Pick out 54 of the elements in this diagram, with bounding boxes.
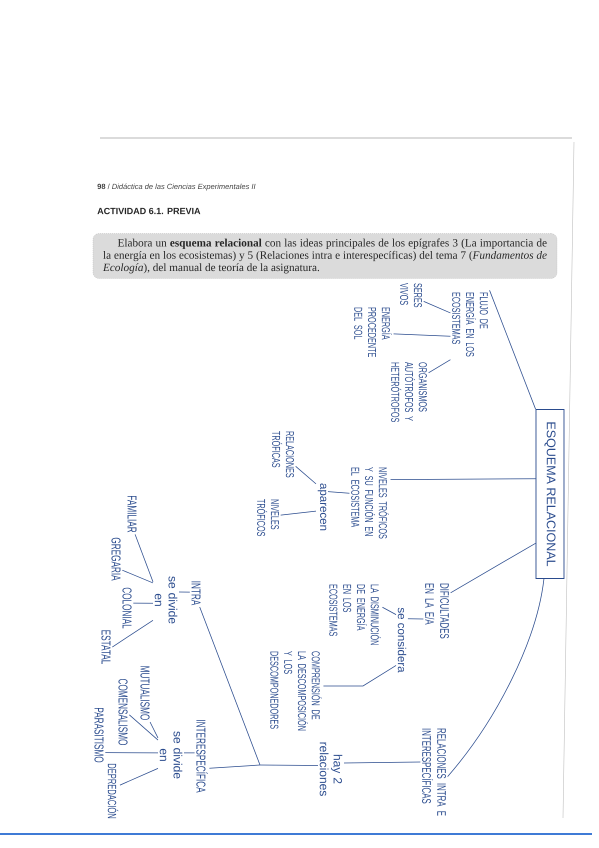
connector-line	[447, 578, 544, 777]
connector-line	[120, 768, 158, 786]
connector-line	[122, 570, 154, 584]
connector-line	[128, 714, 158, 740]
connector-line	[450, 542, 536, 594]
concept-label: COMENSALISMO	[118, 678, 128, 746]
concept-label: LA DISMINUCIÓN DE ENERGÍA EN LOS ECOSISTEMAS	[329, 584, 381, 645]
title-box: ESQUEMA RELACIONAL	[536, 409, 564, 579]
concept-label: ORGANISMOS AUTÓTROFOS Y HETERÓTROFOS	[391, 362, 427, 422]
linking-words: se divide en	[154, 576, 178, 624]
connector-line	[390, 478, 536, 480]
connector-line	[132, 602, 154, 604]
concept-label: RELACIONES INTRA E INTERESPECÍFICAS	[422, 728, 446, 816]
connector-line	[393, 333, 451, 337]
linking-words: se divide en	[160, 731, 182, 778]
instruction-box: Elabora un esquema relacional con las ideas principales de los epígrafes 3 (La importancia de la energía en los ecosistemas) y 5 (Relaciones intra e interespecíficas) del tema 7 (Fundamentos de Ecología), del manual de teoría de la asignatura.	[92, 233, 558, 279]
concept-label: FLUJO DE ENERGÍA EN LOS ECOSISTEMAS	[452, 292, 488, 356]
concept-label: SERES VIVOS	[400, 283, 422, 308]
connector-line	[150, 722, 158, 738]
connector-line	[328, 491, 350, 494]
linking-words: aparecen	[318, 484, 326, 530]
concept-label: INTRA	[192, 581, 200, 606]
concept-label: COLONIAL	[122, 588, 132, 628]
connector-line	[428, 359, 451, 374]
concept-label: INTERESPECÍFICA	[196, 720, 208, 793]
connector-line	[280, 510, 316, 516]
connector-line	[408, 618, 424, 620]
concept-label: MUTUALISMO	[140, 666, 150, 720]
concept-label: RELACIONES TRÓFICAS	[272, 431, 294, 478]
connector-line	[323, 665, 396, 686]
connector-line	[423, 300, 451, 314]
concept-label: PARASITISMO	[94, 708, 104, 762]
connector-line	[344, 762, 421, 764]
connector-line	[112, 620, 154, 648]
concept-label: FAMILIAR	[128, 496, 136, 532]
connector-line	[295, 466, 316, 484]
connector-line	[199, 606, 318, 769]
linking-words: hay 2 relaciones	[320, 742, 342, 796]
concept-label: NIVELES TRÓFICOS Y SU FUNCIÓN EN EL ECOSISTEMA	[351, 467, 389, 539]
connector-line	[104, 752, 158, 754]
connector-line	[178, 592, 190, 593]
connector-line	[184, 752, 195, 754]
concept-label: COMPRENSIÓN DE LA DESCOMPOSICIÓN Y LOS DESCOMPONEDORES	[270, 651, 322, 730]
connector-line	[489, 290, 536, 410]
linking-words: se considera	[398, 608, 406, 673]
concept-label: DIFICULTADES EN LA E/A	[425, 584, 449, 638]
connector-line	[134, 534, 154, 582]
heading: ACTIVIDAD 6.1. PREVIA	[97, 208, 200, 214]
concept-label: ESTATAL	[101, 630, 111, 664]
concept-label: DEPREDACIÓN	[108, 764, 118, 818]
concept-label: ENERGÍA PROCEDENTE DEL SOL	[354, 308, 392, 357]
concept-label: GREGARIA	[111, 538, 121, 581]
concept-label: NIVELES TRÓFICOS	[257, 499, 279, 536]
connector-line	[382, 606, 396, 615]
